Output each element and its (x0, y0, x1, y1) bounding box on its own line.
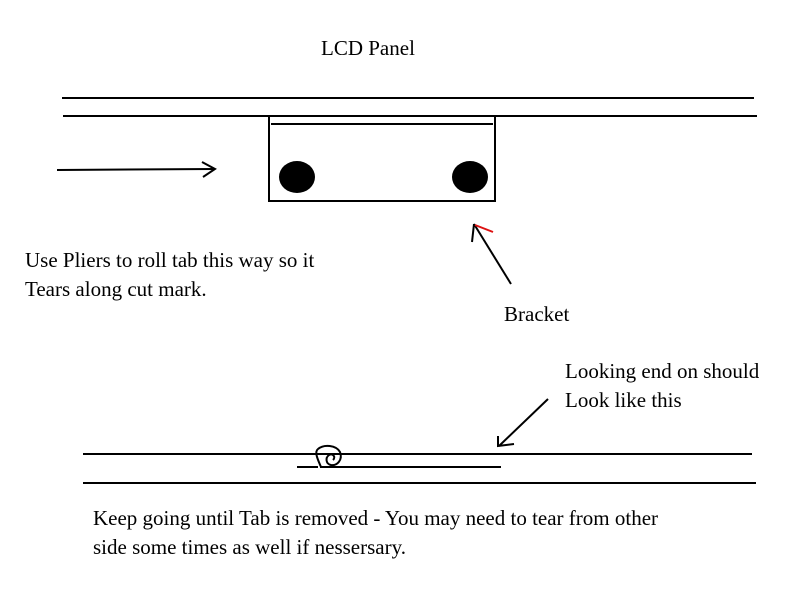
footer-line-1: Keep going until Tab is removed - You ma… (93, 506, 659, 530)
bracket-shape (268, 117, 496, 202)
end-view-arrow (497, 398, 549, 448)
instruction-line-1: Use Pliers to roll tab this way so it (25, 248, 315, 272)
diagram-title: LCD Panel (321, 36, 415, 60)
bracket-hole-left (279, 161, 315, 193)
end-view-label-line-1: Looking end on should (565, 359, 760, 383)
rolled-tab (297, 444, 501, 468)
bracket-hole-right (452, 161, 488, 193)
roll-direction-arrow (56, 161, 217, 178)
end-view-label-line-2: Look like this (565, 388, 682, 412)
bracket-arrow (471, 223, 512, 285)
bracket-label: Bracket (504, 302, 570, 326)
instruction-line-2: Tears along cut mark. (25, 277, 207, 301)
footer-line-2: side some times as well if nessersary. (93, 535, 406, 559)
